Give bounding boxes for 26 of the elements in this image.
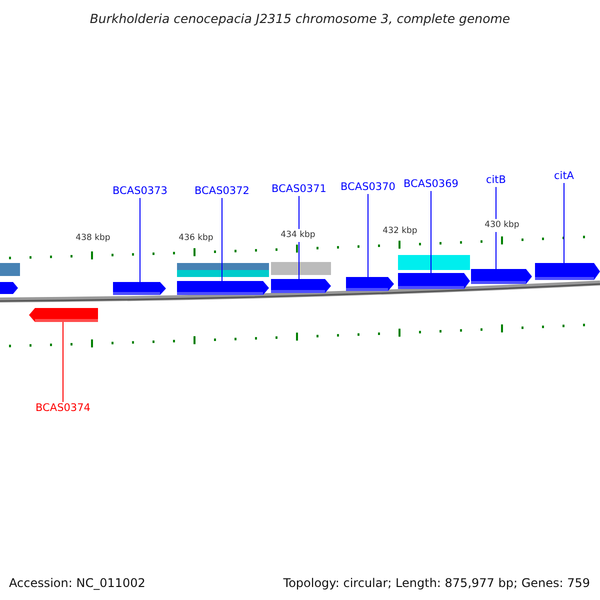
leader-line	[62, 322, 64, 402]
genome-info-text: Topology: circular; Length: 875,977 bp; Genes: 759	[283, 575, 590, 592]
scale-label: 430 kbp	[484, 219, 520, 232]
gene-label: BCAS0371	[272, 183, 326, 196]
gene-label: BCAS0370	[340, 181, 396, 194]
gene-label: BCAS0369	[404, 178, 458, 191]
leader-line	[430, 190, 432, 274]
gene-feature	[346, 277, 394, 291]
gene-label: citA	[554, 170, 574, 183]
gene-feature	[113, 282, 166, 295]
gene-feature	[29, 308, 98, 322]
chart-title: Burkholderia cenocepacia J2315 chromosome 3, complete genome	[88, 10, 512, 28]
scale-label: 438 kbp	[76, 232, 110, 245]
gene-feature	[471, 269, 532, 284]
scale-label: 432 kbp	[382, 225, 418, 238]
gene-feature	[177, 281, 269, 295]
gene-feature	[398, 273, 470, 289]
gene-label: BCAS0373	[112, 185, 168, 198]
gene-label: BCAS0372	[194, 185, 250, 198]
accession-text: Accession: NC_011002	[9, 575, 146, 592]
gene-label: citB	[486, 174, 506, 187]
scale-label: 434 kbp	[280, 229, 316, 242]
gene-feature	[271, 279, 331, 293]
scale-label: 436 kbp	[178, 232, 214, 245]
gene-feature	[535, 263, 600, 280]
gene-label: BCAS0374	[36, 402, 90, 415]
